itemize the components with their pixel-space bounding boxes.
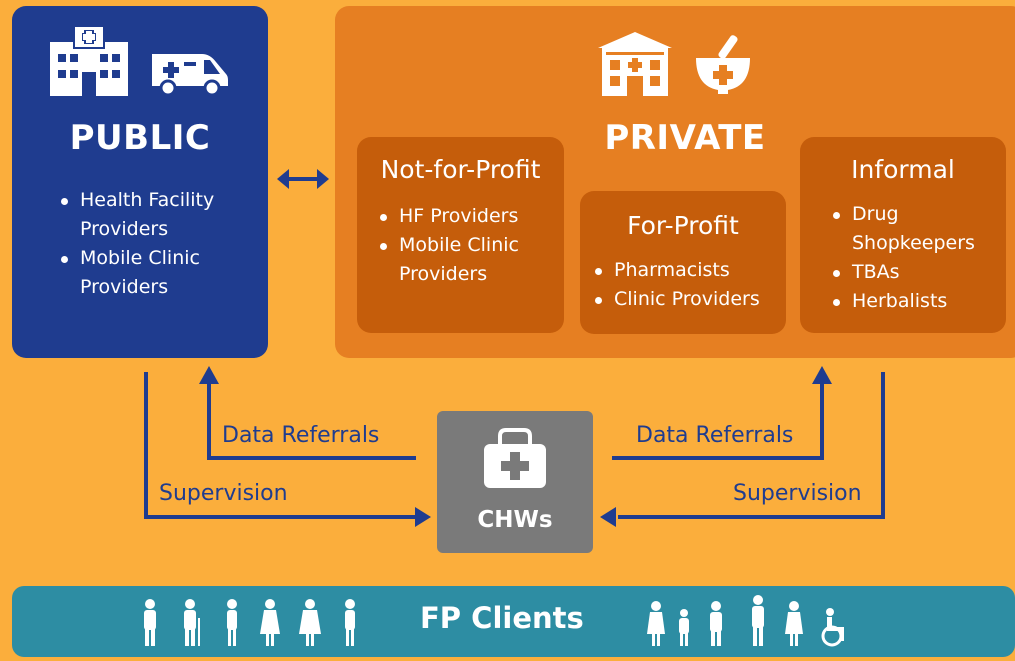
person-icon: [647, 601, 665, 646]
left-data-referrals-label: Data Referrals: [222, 423, 380, 448]
list-item-line: Providers: [80, 218, 169, 240]
left-supervision-label: Supervision: [159, 481, 288, 506]
person-icon: [752, 595, 764, 646]
person-icon: [679, 609, 689, 646]
pharmacy-building-icon: [598, 32, 672, 96]
double-arrow-icon: [277, 169, 329, 189]
list-item: Mobile Clinic Providers: [377, 231, 557, 289]
list-item: Drug Shopkeepers: [830, 200, 1002, 258]
list-item-line: Pharmacists: [614, 259, 730, 281]
fp-clients-bar: [12, 586, 1015, 657]
list-item: Pharmacists: [592, 256, 784, 285]
person-icon: [345, 599, 355, 646]
list-item: TBAs: [830, 258, 1002, 287]
right-supervision-arrow-line: [618, 372, 885, 519]
right-supervision-label: Supervision: [733, 481, 862, 506]
list-item-line: Mobile Clinic: [80, 247, 200, 269]
left-supervision-arrow-line: [144, 372, 418, 519]
list-item: Clinic Providers: [592, 285, 784, 314]
right-data-referrals-label: Data Referrals: [636, 423, 794, 448]
hospital-icon: [50, 25, 128, 96]
list-item: HF Providers: [377, 202, 557, 231]
public-bullet-list: Health Facility Providers Mobile Clinic …: [58, 186, 258, 302]
wheelchair-icon: [821, 608, 844, 647]
list-item-line: Herbalists: [852, 290, 948, 312]
medical-kit-icon: [484, 428, 546, 488]
person-icon: [184, 599, 200, 646]
clients-right-group: [647, 595, 844, 647]
informal-title: Informal: [851, 155, 955, 184]
person-icon: [144, 599, 156, 646]
for-profit-title: For-Profit: [627, 211, 739, 240]
left-supervision-arrowhead: [415, 507, 431, 527]
public-title: PUBLIC: [69, 118, 211, 158]
fp-clients-label: FP Clients: [420, 601, 584, 635]
right-supervision-arrowhead: [600, 507, 616, 527]
left-data-referrals-arrow-line: [207, 382, 416, 460]
right-data-referrals-arrow-line: [612, 382, 824, 460]
chws-label: CHWs: [477, 507, 553, 533]
list-item-line: Mobile Clinic: [399, 234, 519, 256]
list-item-line: Providers: [399, 263, 488, 285]
for-profit-box: [580, 191, 786, 334]
list-item: Mobile Clinic Providers: [58, 244, 258, 302]
list-item-line: HF Providers: [399, 205, 519, 227]
left-data-referrals-arrowhead: [199, 366, 219, 384]
right-data-referrals-arrowhead: [812, 366, 832, 384]
person-icon: [227, 599, 237, 646]
person-icon: [260, 599, 280, 646]
ambulance-icon: [152, 54, 228, 96]
list-item: Herbalists: [830, 287, 1002, 316]
private-title: PRIVATE: [604, 118, 766, 158]
list-item-line: Health Facility: [80, 189, 215, 211]
list-item-line: Providers: [80, 276, 169, 298]
list-item: Health Facility Providers: [58, 186, 258, 244]
list-item-line: Clinic Providers: [614, 288, 760, 310]
list-item-line: Drug: [852, 203, 899, 225]
person-icon: [299, 599, 321, 646]
for-profit-bullet-list: Pharmacists Clinic Providers: [592, 256, 784, 314]
informal-bullet-list: Drug Shopkeepers TBAs Herbalists: [830, 200, 1002, 316]
not-for-profit-title: Not-for-Profit: [380, 155, 541, 184]
clients-left-group: [144, 599, 355, 646]
person-icon: [710, 601, 722, 646]
person-icon: [785, 601, 803, 646]
not-for-profit-box: [357, 137, 564, 333]
mortar-pestle-icon: [696, 35, 750, 94]
list-item-line: TBAs: [852, 261, 900, 283]
list-item-line: Shopkeepers: [852, 232, 975, 254]
not-for-profit-bullet-list: HF Providers Mobile Clinic Providers: [377, 202, 557, 289]
